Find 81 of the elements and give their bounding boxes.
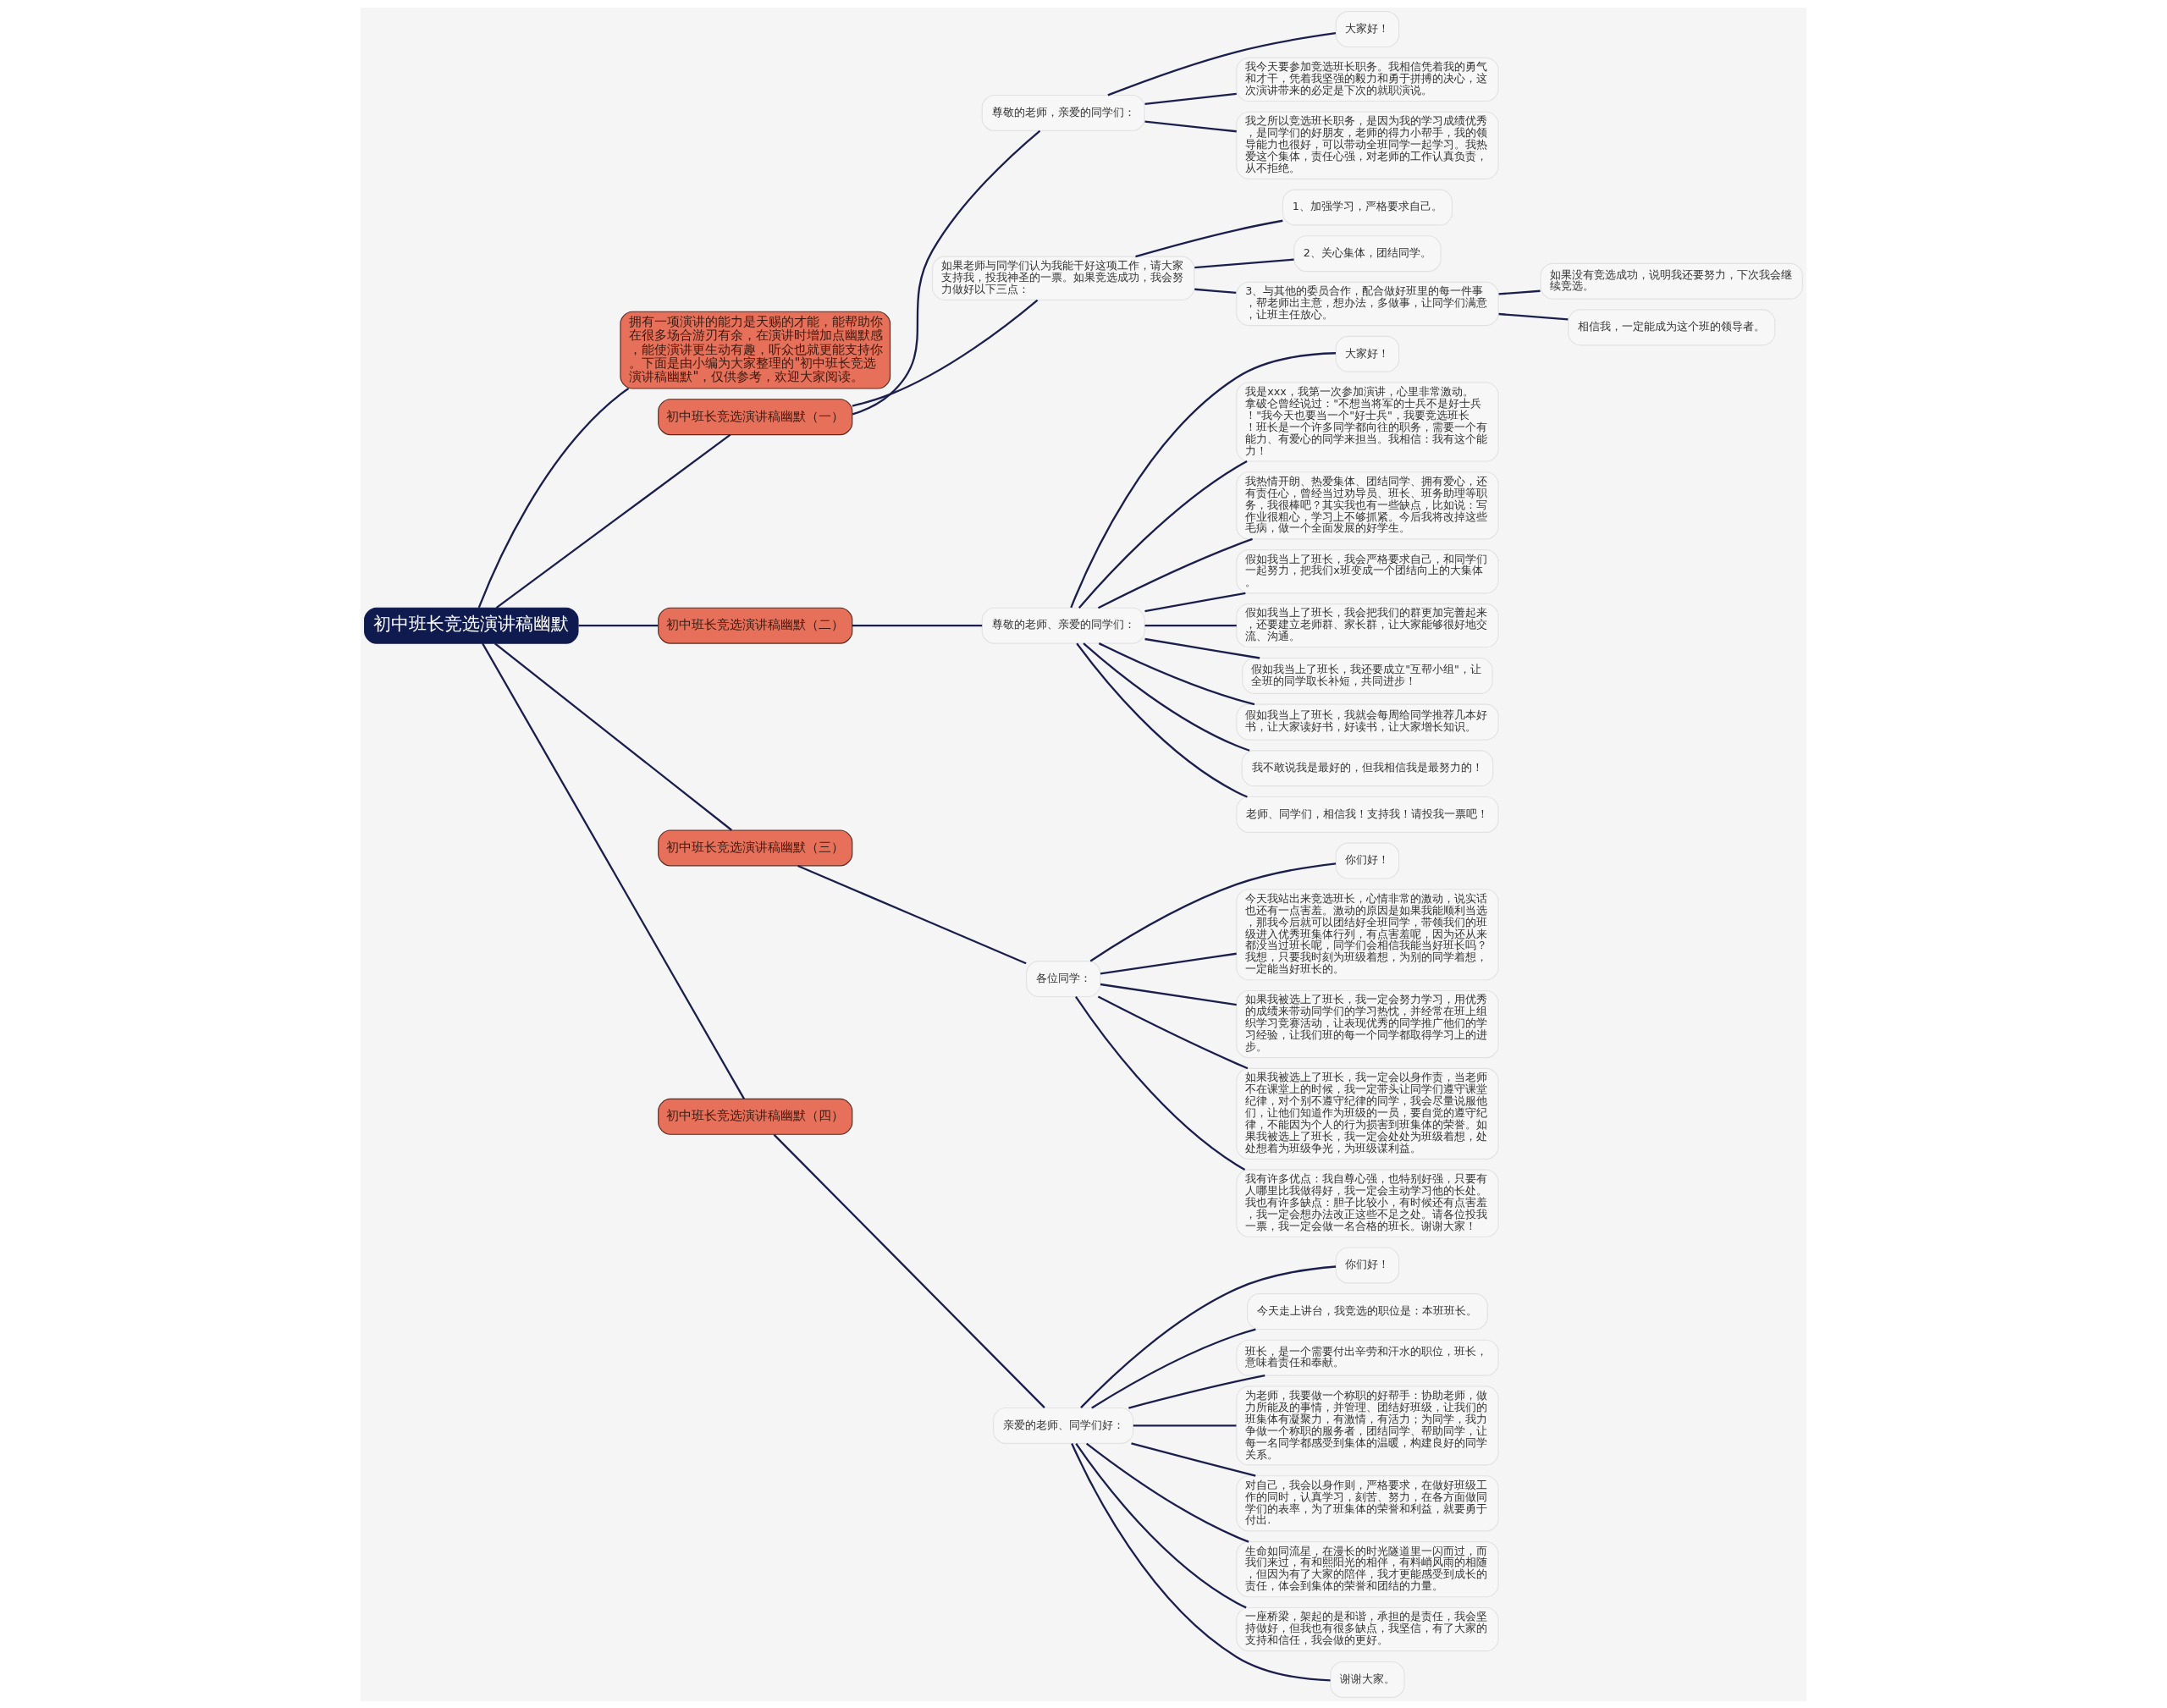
connector bbox=[1498, 312, 1569, 321]
node-box: 我不敢说我是最好的，但我相信我是最努力的！ bbox=[1241, 749, 1494, 786]
connector bbox=[1091, 1327, 1256, 1408]
node-box: 如果没有竞选成功，说明我还要努力，下次我会继续竞选。 bbox=[1540, 262, 1803, 300]
connector bbox=[1194, 258, 1294, 268]
node-box: 拥有一项演讲的能力是天赐的才能，能帮助你在很多场合游刃有余，在演讲时增加点幽默感，能使演讲更生动有趣，听众也就更能支持你。下面是由小编为大家整理的"初中班长竞选演讲稿幽默"，仅供参考，欢迎大家阅读。 bbox=[620, 311, 891, 389]
node-box: 我今天要参加竞选班长职务。我相信凭着我的勇气和才干，凭着我坚强的毅力和勇于拼搏的决心，这次演讲带来的必定是下次的就职演说。 bbox=[1236, 57, 1499, 102]
node-box: 初中班长竞选演讲稿幽默（三） bbox=[658, 829, 853, 866]
node-box: 尊敬的老师，亲爱的同学们： bbox=[981, 94, 1145, 131]
node-box: 亲爱的老师、同学们好： bbox=[993, 1407, 1134, 1444]
connector bbox=[578, 624, 659, 626]
connector bbox=[1194, 288, 1237, 294]
connector bbox=[1083, 642, 1250, 752]
connector bbox=[1135, 219, 1283, 257]
node-box: 3、与其他的委员合作，配合做好班里的每一件事，帮老师出主意，想办法，多做事，让同学们满意，让班主任放心。 bbox=[1236, 281, 1499, 326]
connector bbox=[1098, 642, 1255, 705]
connector bbox=[1070, 351, 1336, 608]
connector bbox=[1144, 637, 1260, 659]
connector bbox=[1100, 952, 1237, 974]
node-box: 老师、同学们，相信我！支持我！请投我一票吧！ bbox=[1236, 796, 1499, 833]
connector bbox=[1085, 1442, 1249, 1543]
node-box: 为老师，我要做一个称职的好帮手：协助老师，做力所能及的事情，并管理、团结好班级，让我们的班集体有凝聚力，有激情，有活力；为同学，我力争做一个称职的服务者，团结同学、帮助同学，让每一名同学都感受到集体的温暖，构建良好的同学关系。 bbox=[1236, 1385, 1499, 1466]
node-box: 初中班长竞选演讲稿幽默（二） bbox=[658, 607, 853, 644]
connector bbox=[1097, 995, 1249, 1069]
node-box: 如果我被选上了班长，我一定会以身作责，当老师不在课堂上的时候，我一定带头让同学们遵守课堂纪律，对个别不遵守纪律的同学，我会尽量说服他们，让他们知道作为班级的一员，要自觉的遵守纪律，不能因为个人的行为损害到班集体的荣誉。如果我被选上了班长，我一定会处处为班级着想，处处想着为班级争光，为班级谋利益。 bbox=[1236, 1067, 1499, 1160]
node-box: 一座桥梁，架起的是和谐，承担的是责任，我会坚持做好，但我也有很多缺点，我坚信，有了大家的支持和信任，我会做的更好。 bbox=[1236, 1606, 1499, 1651]
connector bbox=[495, 433, 731, 609]
node-box: 如果老师与同学们认为我能干好这项工作，请大家支持我，投我神圣的一票。如果竞选成功，我会努力做好以下三点： bbox=[931, 256, 1195, 300]
node-box: 初中班长竞选演讲稿幽默（一） bbox=[658, 398, 853, 435]
connector bbox=[1144, 624, 1237, 626]
node-box: 我是xxx，我第一次参加演讲，心里非常激动。拿破仑曾经说过："不想当将军的士兵不是好士兵！"我今天也要当一个"好士兵"，我要竞选班长！班长是一个许多同学都向往的职务，需要一个有能力、有爱心的同学来担当。我相信：我有这个能力！ bbox=[1236, 381, 1499, 462]
node-box: 今天走上讲台，我竞选的职位是：本班班长。 bbox=[1247, 1292, 1488, 1330]
connector bbox=[852, 624, 983, 626]
node-box: 你们好！ bbox=[1335, 1246, 1400, 1283]
node-box: 初中班长竞选演讲稿幽默 bbox=[364, 607, 579, 644]
connector bbox=[1089, 862, 1337, 961]
node-box: 大家好！ bbox=[1335, 10, 1400, 47]
node-box: 初中班长竞选演讲稿幽默（四） bbox=[658, 1098, 853, 1135]
connector bbox=[1075, 1442, 1247, 1608]
connector bbox=[1133, 1424, 1237, 1427]
node-box: 如果我被选上了班长，我一定会努力学习，用优秀的成绩来带动同学们的学习热忱，并经常在班上组织学习竞赛活动，让表现优秀的同学推广他们的学习经验，让我们班的每一个同学都取得学习上的进步。 bbox=[1236, 989, 1499, 1058]
node-box: 我有许多优点：我自尊心强，也特别好强，只要有人哪里比我做得好，我一定会主动学习他的长处。我也有许多缺点：胆子比较小，有时候还有点害羞，我一定会想办法改正这些不足之处。请各位投我一票，我一定会做一名合格的班长。谢谢大家！ bbox=[1236, 1169, 1499, 1237]
node-box: 我之所以竞选班长职务，是因为我的学习成绩优秀，是同学们的好朋友，老师的得力小帮手，我的领导能力也很好，可以带动全班同学一起学习。我热爱这个集体，责任心强，对老师的工作认真负责，从不拒绝。 bbox=[1236, 111, 1499, 179]
connector bbox=[852, 129, 1041, 415]
node-box: 假如我当上了班长，我就会每周给同学推荐几本好书，让大家读好书，好读书，让大家增长知识。 bbox=[1236, 703, 1499, 741]
node-box: 大家好！ bbox=[1335, 335, 1400, 372]
connector bbox=[852, 299, 1039, 407]
node-box: 1、加强学习，严格要求自己。 bbox=[1282, 189, 1453, 226]
node-box: 2、关心集体，团结同学。 bbox=[1293, 234, 1442, 272]
node-box: 我热情开朗、热爱集体、团结同学、拥有爱心，还有责任心，曾经当过劝导员、班长、班务助理等职务，我很棒吧？其实我也有一些缺点，比如说：写作业很粗心，学习上不够抓紧。今后我将改掉这些毛病，做一个全面发展的好学生。 bbox=[1236, 471, 1499, 539]
connector bbox=[1100, 983, 1237, 1006]
node-box: 班长，是一个需要付出辛劳和汗水的职位，班长，意味着责任和奉献。 bbox=[1236, 1339, 1499, 1376]
connector bbox=[1071, 1442, 1331, 1681]
node-box: 尊敬的老师、亲爱的同学们： bbox=[981, 607, 1145, 644]
node-box: 假如我当上了班长，我会把我们的群更加完善起来，还要建立老师群、家长群，让大家能够很好地交流、沟通。 bbox=[1236, 603, 1499, 647]
connector bbox=[1128, 1374, 1265, 1409]
connector bbox=[494, 642, 732, 831]
connector bbox=[773, 1133, 1045, 1408]
connector bbox=[1144, 592, 1246, 612]
node-box: 假如我当上了班长，我还要成立"互帮小组"，让全班的同学取长补短，共同进步！ bbox=[1242, 657, 1493, 694]
connector bbox=[1107, 31, 1337, 96]
node-box: 假如我当上了班长，我会严格要求自己，和同学们一起努力，把我们x班变成一个团结向上的大集体。 bbox=[1236, 548, 1499, 593]
connector bbox=[1144, 120, 1237, 132]
connector bbox=[1078, 460, 1248, 609]
node-box: 生命如同流星，在漫长的时光隧道里一闪而过，而我们来过，有和熙阳光的相伴，有料峭风雨的相随，但因为有了大家的陪伴，我才更能感受到成长的责任，体会到集体的荣誉和团结的力量。 bbox=[1236, 1540, 1499, 1597]
connector bbox=[797, 864, 1027, 964]
connector bbox=[477, 387, 630, 608]
connector bbox=[1097, 537, 1253, 609]
connector bbox=[1080, 1264, 1337, 1408]
connector bbox=[1131, 1441, 1256, 1477]
connector bbox=[482, 642, 746, 1099]
node-box: 你们好！ bbox=[1335, 842, 1400, 879]
node-box: 谢谢大家。 bbox=[1330, 1661, 1405, 1698]
connector bbox=[1076, 642, 1248, 798]
node-box: 各位同学： bbox=[1026, 960, 1101, 997]
node-box: 相信我，一定能成为这个班的领导者。 bbox=[1568, 308, 1776, 345]
connector bbox=[1144, 92, 1237, 105]
node-box: 今天我站出来竞选班长，心情非常的激动，说实话也还有一点害羞。激动的原因是如果我能顺利当选，那我今后就可以团结好全班同学，带领我们的班级进入优秀班集体行列，有点害羞呢，因为还从来都没当过班长呢，同学们会相信我能当好班长吗？我想，只要我时刻为班级着想，为别的同学着想，一定能当好班长的。 bbox=[1236, 888, 1499, 980]
connector bbox=[1074, 995, 1246, 1171]
connector bbox=[1498, 289, 1541, 295]
node-box: 对自己，我会以身作则，严格要求，在做好班级工作的同时，认真学习，刻苦、努力，在各方面做同学们的表率，为了班集体的荣誉和利益，就要勇于付出. bbox=[1236, 1474, 1499, 1531]
